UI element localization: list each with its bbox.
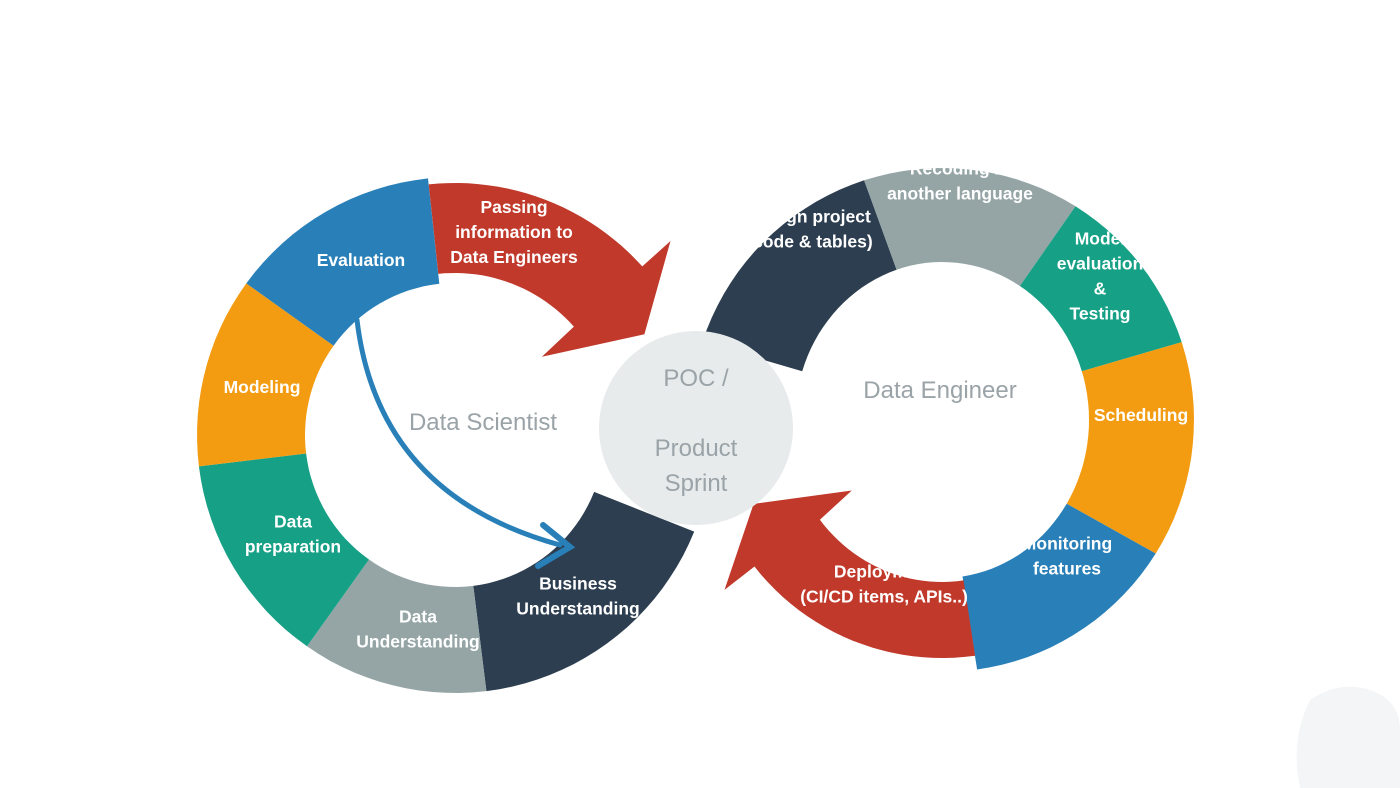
center-line-1: POC /: [663, 365, 729, 392]
label-passing-line: Passing: [480, 197, 547, 217]
segment-scheduling: [1066, 342, 1194, 554]
segment-design: [702, 180, 897, 372]
feedback-arrow: [354, 317, 563, 548]
left-loop-title: Data Scientist: [409, 409, 557, 436]
center-circle: [599, 331, 793, 525]
label-passing-line: Data Engineers: [450, 247, 578, 267]
segment-business: [473, 491, 695, 692]
segment-modeling: [197, 283, 334, 467]
segment-data-preparation: [198, 453, 369, 647]
label-recoding-line: Recoding in: [910, 159, 1010, 179]
label-monitoring-line: Monitoring: [1022, 534, 1112, 554]
label-model-eval-line: &: [1094, 279, 1107, 299]
right-loop-title: Data Engineer: [863, 377, 1016, 404]
segment-data-understanding: [307, 559, 487, 693]
label-design-line: (code & tables): [747, 232, 872, 252]
label-design: Design project (code & tables): [747, 207, 872, 252]
segment-evaluation: [246, 178, 440, 346]
label-business-line: Understanding: [516, 599, 639, 619]
label-deployment: Deployment (CI/CD items, APIs..): [800, 562, 968, 607]
label-scheduling-line: Scheduling: [1094, 405, 1188, 425]
label-recoding-line: another language: [887, 184, 1033, 204]
watermark-logo-icon: [1296, 686, 1400, 788]
segment-model-eval: [1019, 206, 1182, 372]
label-data-preparation-line: preparation: [245, 537, 341, 557]
segment-deployment: [724, 490, 976, 658]
segment-monitoring: [962, 503, 1156, 670]
label-deployment-line: Deployment: [834, 562, 934, 582]
label-business-line: Business: [539, 574, 617, 594]
label-model-eval-line: Testing: [1070, 304, 1131, 324]
label-scheduling: Scheduling: [1094, 405, 1188, 425]
label-passing: Passing information to Data Engineers: [450, 197, 578, 267]
label-deployment-line: (CI/CD items, APIs..): [800, 587, 968, 607]
label-data-preparation: Data preparation: [245, 512, 341, 557]
label-model-eval-line: evaluation: [1057, 254, 1144, 274]
ring-segments: [197, 168, 1194, 693]
label-recoding: Recoding in another language: [887, 159, 1033, 204]
label-model-eval: Model evaluation & Testing: [1057, 229, 1144, 324]
segment-passing: [428, 183, 671, 357]
label-passing-line: information to: [455, 222, 573, 242]
label-data-understanding-line: Understanding: [356, 632, 479, 652]
label-evaluation-line: Evaluation: [317, 250, 406, 270]
label-model-eval-line: Model: [1075, 229, 1126, 249]
label-data-preparation-line: Data: [274, 512, 312, 532]
label-design-line: Design project: [749, 207, 871, 227]
label-modeling-line: Modeling: [224, 377, 301, 397]
label-evaluation: Evaluation: [317, 250, 406, 270]
label-monitoring: Monitoring features: [1022, 534, 1112, 579]
label-modeling: Modeling: [224, 377, 301, 397]
segment-recoding: [864, 168, 1076, 286]
feedback-arrowhead-icon: [535, 522, 576, 569]
center-line-3: Sprint: [665, 470, 728, 497]
center-line-2: Product: [655, 435, 738, 462]
label-data-understanding-line: Data: [399, 607, 437, 627]
label-monitoring-line: features: [1033, 559, 1101, 579]
